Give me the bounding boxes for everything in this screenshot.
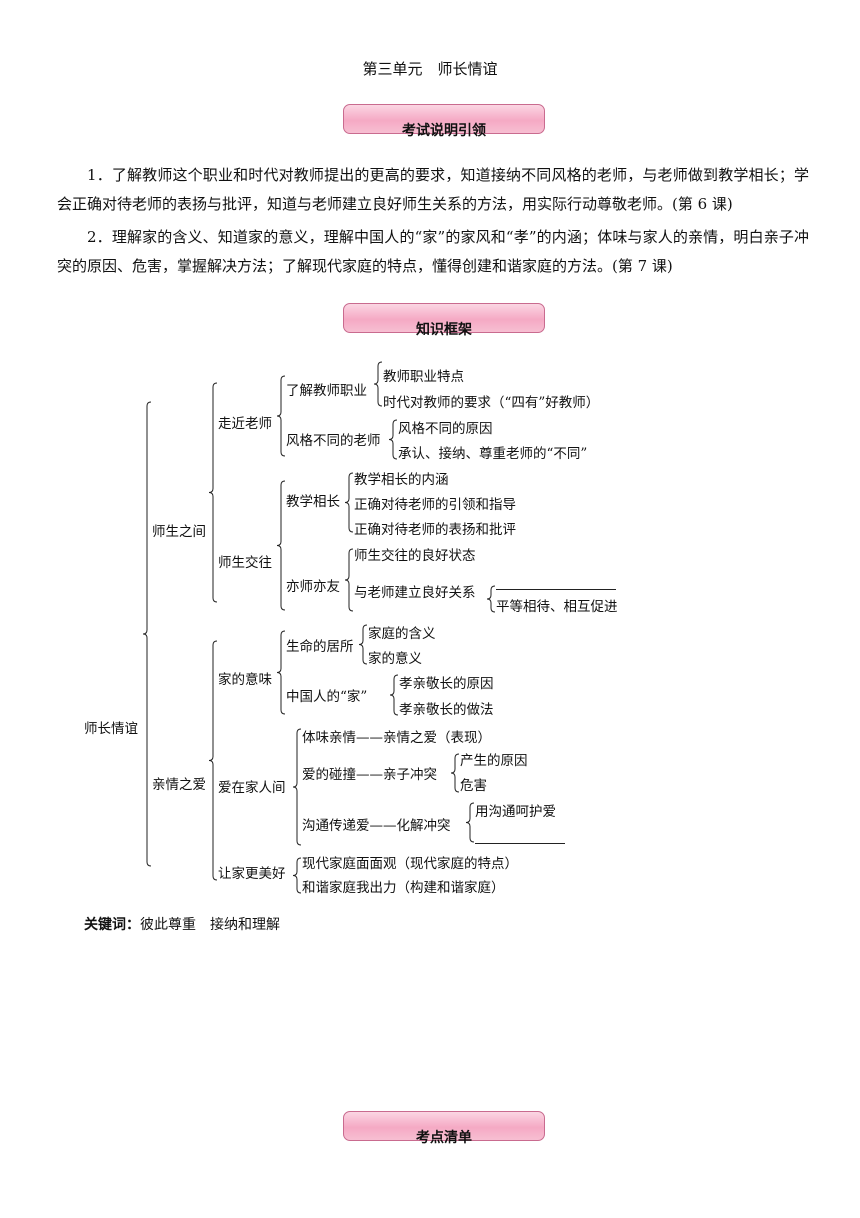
brace-l3-b [388,419,398,460]
tree-l4-item: 风格不同的原因 [398,421,493,437]
brace-l3-e [358,624,368,665]
tree-l2-interaction: 师生交往 [218,555,272,571]
exam-point-1: 1．了解教师这个职业和时代对教师提出的更高的要求，知道接纳不同风格的老师，与老师… [57,166,809,213]
tree-l2-better-home: 让家更美好 [218,866,286,882]
tree-l2-home-meaning: 家的意味 [218,672,272,688]
brace-l2-b [276,480,286,611]
section-banner-framework-label: 知识框架 [416,322,472,338]
brace-l1-b [208,640,218,881]
brace-l1-a [208,382,218,603]
brace-l3-a [373,361,383,407]
brace-l2-d [292,728,302,846]
tree-l4-item: 危害 [460,778,487,794]
brace-l3-d [344,548,354,612]
tree-l3-communication: 沟通传递爱——化解冲突 [302,818,451,834]
tree-l4-item: 用沟通呵护爱 [475,804,556,820]
brace-l3-f [389,674,399,716]
exam-point-2: 2．理解家的含义、知道家的意义，理解中国人的“家”的家风和“孝”的内涵；体味与家… [57,228,809,275]
keywords-text: 彼此尊重 接纳和理解 [140,917,280,933]
brace-l3-g [450,753,460,793]
section-banner-framework: 知识框架 [343,303,545,338]
blank-line [496,589,616,590]
tree-l3-know-profession: 了解教师职业 [286,383,367,399]
tree-root: 师长情谊 [84,721,138,737]
tree-l4-item: 时代对教师的要求（“四有”好教师） [383,395,600,411]
tree-l3-home-of-life: 生命的居所 [286,639,354,655]
brace-root [142,401,152,867]
tree-l1-family-love: 亲情之爱 [152,777,206,793]
brace-l3-c [344,472,354,533]
tree-l3-different-styles: 风格不同的老师 [286,433,381,449]
tree-l3-modern-family: 现代家庭面面观（现代家庭的特点） [302,856,518,872]
tree-l3-chinese-home: 中国人的“家” [286,689,368,705]
tree-l1-teacher-student: 师生之间 [152,524,206,540]
tree-l3-teacher-friend: 亦师亦友 [286,579,340,595]
tree-l2-approach-teacher: 走近老师 [218,416,272,432]
tree-l4-item: 承认、接纳、尊重老师的“不同” [398,446,588,462]
tree-l4-item: 产生的原因 [460,753,528,769]
tree-l4-item: 与老师建立良好关系 [354,585,476,601]
tree-l4-item: 师生交往的良好状态 [354,548,476,564]
section-banner-checklist-label: 考点清单 [416,1130,472,1146]
tree-l3-mutual-growth: 教学相长 [286,494,340,510]
blank-line [475,843,565,844]
tree-l4-item: 孝亲敬长的做法 [399,702,494,718]
tree-l4-item: 正确对待老师的引领和指导 [354,497,516,513]
tree-l3-harmonious-family: 和谐家庭我出力（构建和谐家庭） [302,880,505,896]
brace-l3-h [465,802,475,843]
tree-l4-item: 家庭的含义 [368,626,436,642]
keywords: 关键词：彼此尊重 接纳和理解 [84,914,280,934]
tree-l5-item: 平等相待、相互促进 [496,599,618,615]
brace-l2-a [276,375,286,457]
section-banner-checklist: 考点清单 [343,1111,545,1146]
tree-l3-collision: 爱的碰撞——亲子冲突 [302,767,437,783]
brace-l4-a [486,585,496,613]
tree-l3-feel-affection: 体味亲情——亲情之爱（表现） [302,730,491,746]
tree-l4-item: 正确对待老师的表扬和批评 [354,522,516,538]
tree-l4-item: 孝亲敬长的原因 [399,676,494,692]
tree-l2-love-in-family: 爱在家人间 [218,780,286,796]
tree-l4-item: 教师职业特点 [383,369,464,385]
brace-l2-e [292,857,302,894]
tree-l4-item: 家的意义 [368,651,422,667]
tree-l4-item: 教学相长的内涵 [354,472,449,488]
section-banner-exam: 考试说明引领 [343,104,545,139]
brace-l2-c [276,630,286,715]
keywords-label: 关键词： [84,917,140,933]
section-banner-exam-label: 考试说明引领 [402,123,486,139]
unit-title: 第三单元 师长情谊 [362,60,498,78]
